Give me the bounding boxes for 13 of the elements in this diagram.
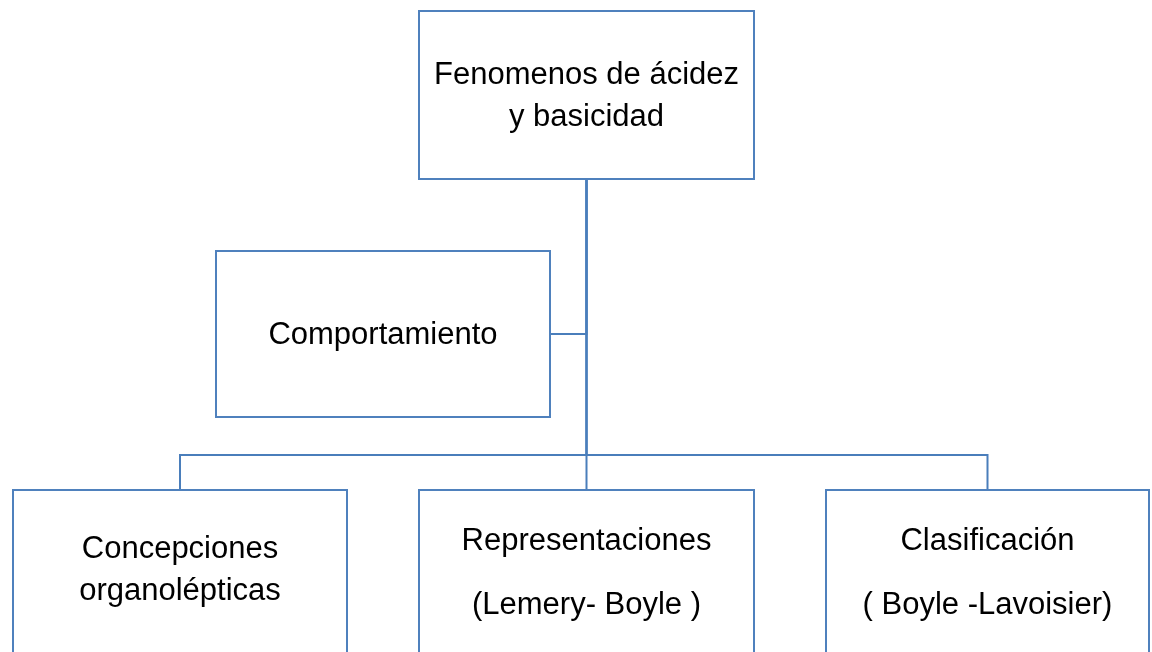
concept-box: [418, 489, 755, 652]
concept-box: [418, 10, 755, 180]
box-text: Fenomenos de ácidez y basicidad: [433, 55, 740, 135]
concept-box: [825, 489, 1150, 652]
concept-box: [12, 489, 348, 652]
box-text: Representaciones: [461, 521, 712, 559]
box-text: ( Boyle -Lavoisier): [862, 585, 1113, 623]
box-text: Comportamiento: [268, 315, 498, 353]
box-text: Concepciones organolépticas: [78, 529, 282, 609]
box-text: (Lemery- Boyle ): [471, 585, 702, 623]
box-text: Clasificación: [900, 521, 1075, 559]
concept-box: [215, 250, 551, 418]
connector-line: [585, 179, 989, 490]
